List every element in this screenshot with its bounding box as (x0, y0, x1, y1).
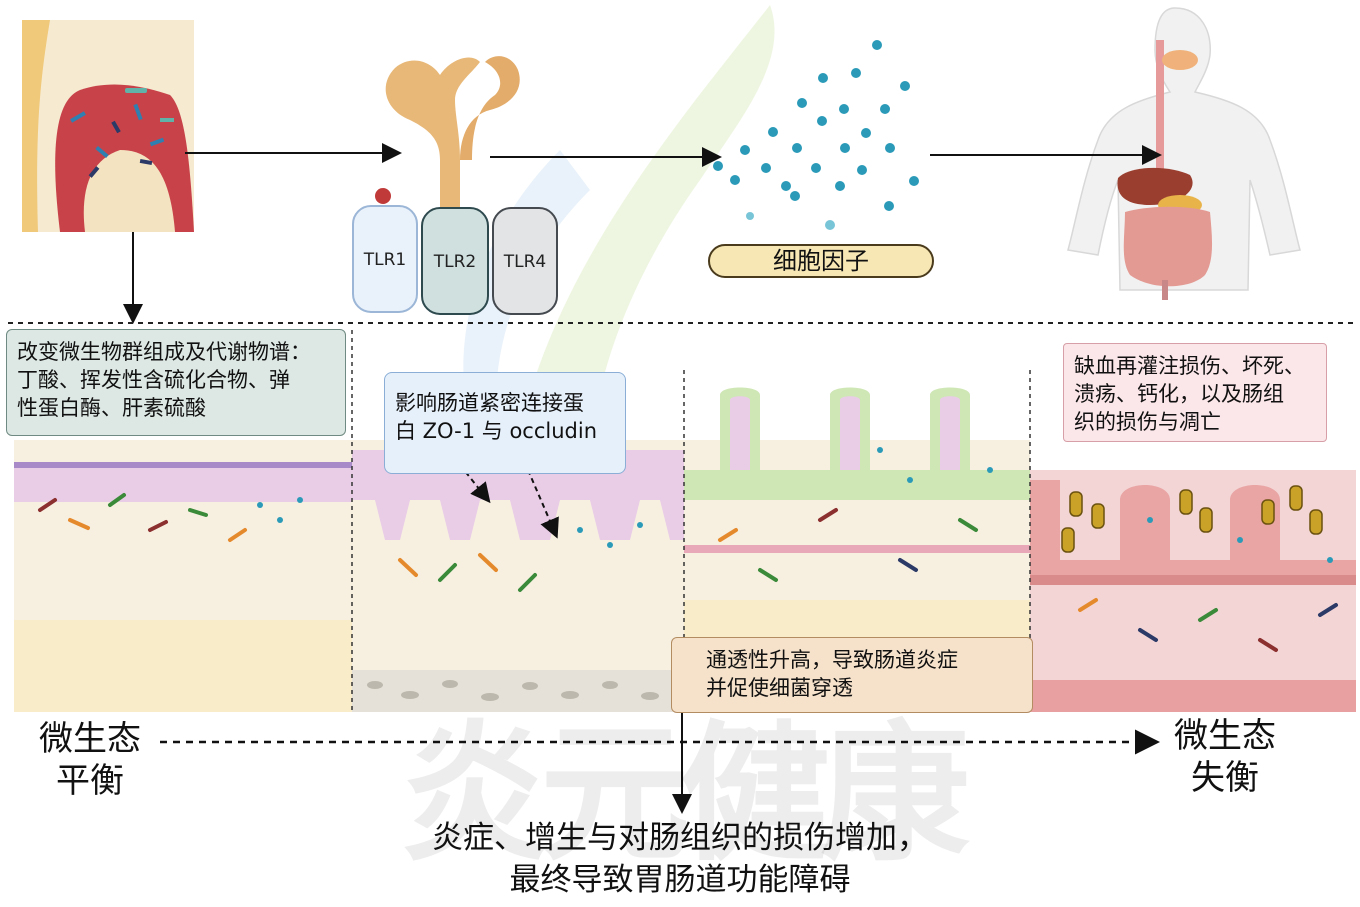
balance-label: 微生态 平衡 (20, 718, 160, 802)
panel-separators (351, 330, 1031, 712)
bacteria-cluster (38, 493, 1338, 652)
imbalance-line-1: 微生态 (1174, 716, 1276, 756)
tlr2-label: TLR2 (433, 252, 477, 272)
imbalance-label: 微生态 失衡 (1155, 715, 1295, 799)
tissue-damage-line-2: 溃疡、钙化，以及肠组 (1074, 382, 1284, 406)
metabolite-change-box: 改变微生物群组成及代谢物谱： 丁酸、挥发性含硫化合物、弹 性蛋白酶、肝素硫酸 (6, 329, 346, 436)
gut-cytokine-dots (257, 447, 1333, 563)
metabolite-line-3: 性蛋白酶、肝素硫酸 (17, 396, 206, 420)
tissue-damage-box: 缺血再灌注损伤、坏死、 溃疡、钙化，以及肠组 织的损伤与凋亡 (1063, 343, 1327, 442)
outcome-line-1: 炎症、增生与对肠组织的损伤增加， (432, 820, 928, 856)
metabolite-line-1: 改变微生物群组成及代谢物谱： (17, 340, 311, 364)
human-body-illustration (1067, 7, 1301, 300)
balance-line-2: 平衡 (56, 761, 124, 801)
tight-junction-box: 影响肠道紧密连接蛋 白 ZO-1 与 occludin (384, 372, 626, 474)
gut-panel-2 (352, 440, 684, 712)
gut-panel-1 (14, 440, 352, 712)
tissue-damage-line-1: 缺血再灌注损伤、坏死、 (1074, 354, 1305, 378)
tlr1-label: TLR1 (363, 250, 407, 270)
watermark: 炎元健康 (399, 708, 970, 882)
tlr4-label: TLR4 (503, 252, 547, 272)
permeability-line-1: 通透性升高，导致肠道炎症 (706, 648, 958, 672)
permeability-line-2: 并促使细菌穿透 (706, 676, 853, 700)
imbalance-line-2: 失衡 (1191, 758, 1259, 798)
cytokine-dots (713, 40, 919, 230)
tight-junction-line-1: 影响肠道紧密连接蛋 (395, 391, 584, 415)
tissue-damage-line-3: 织的损伤与凋亡 (1074, 410, 1221, 434)
outcome-line-2: 最终导致胃肠道功能障碍 (509, 862, 851, 898)
tlr-receptor-illustration (352, 56, 558, 315)
balance-line-1: 微生态 (39, 719, 141, 759)
metabolite-line-2: 丁酸、挥发性含硫化合物、弹 (17, 368, 290, 392)
junction-arrows (459, 464, 559, 539)
flow-arrows-top (123, 143, 1162, 324)
cytokine-label: 细胞因子 (708, 244, 934, 278)
gut-panel-4 (1030, 470, 1356, 712)
permeability-box: 通透性升高，导致肠道炎症 并促使细菌穿透 (671, 637, 1033, 713)
tight-junction-line-2: 白 ZO-1 与 occludin (395, 419, 598, 443)
oral-cavity-illustration (22, 20, 195, 232)
